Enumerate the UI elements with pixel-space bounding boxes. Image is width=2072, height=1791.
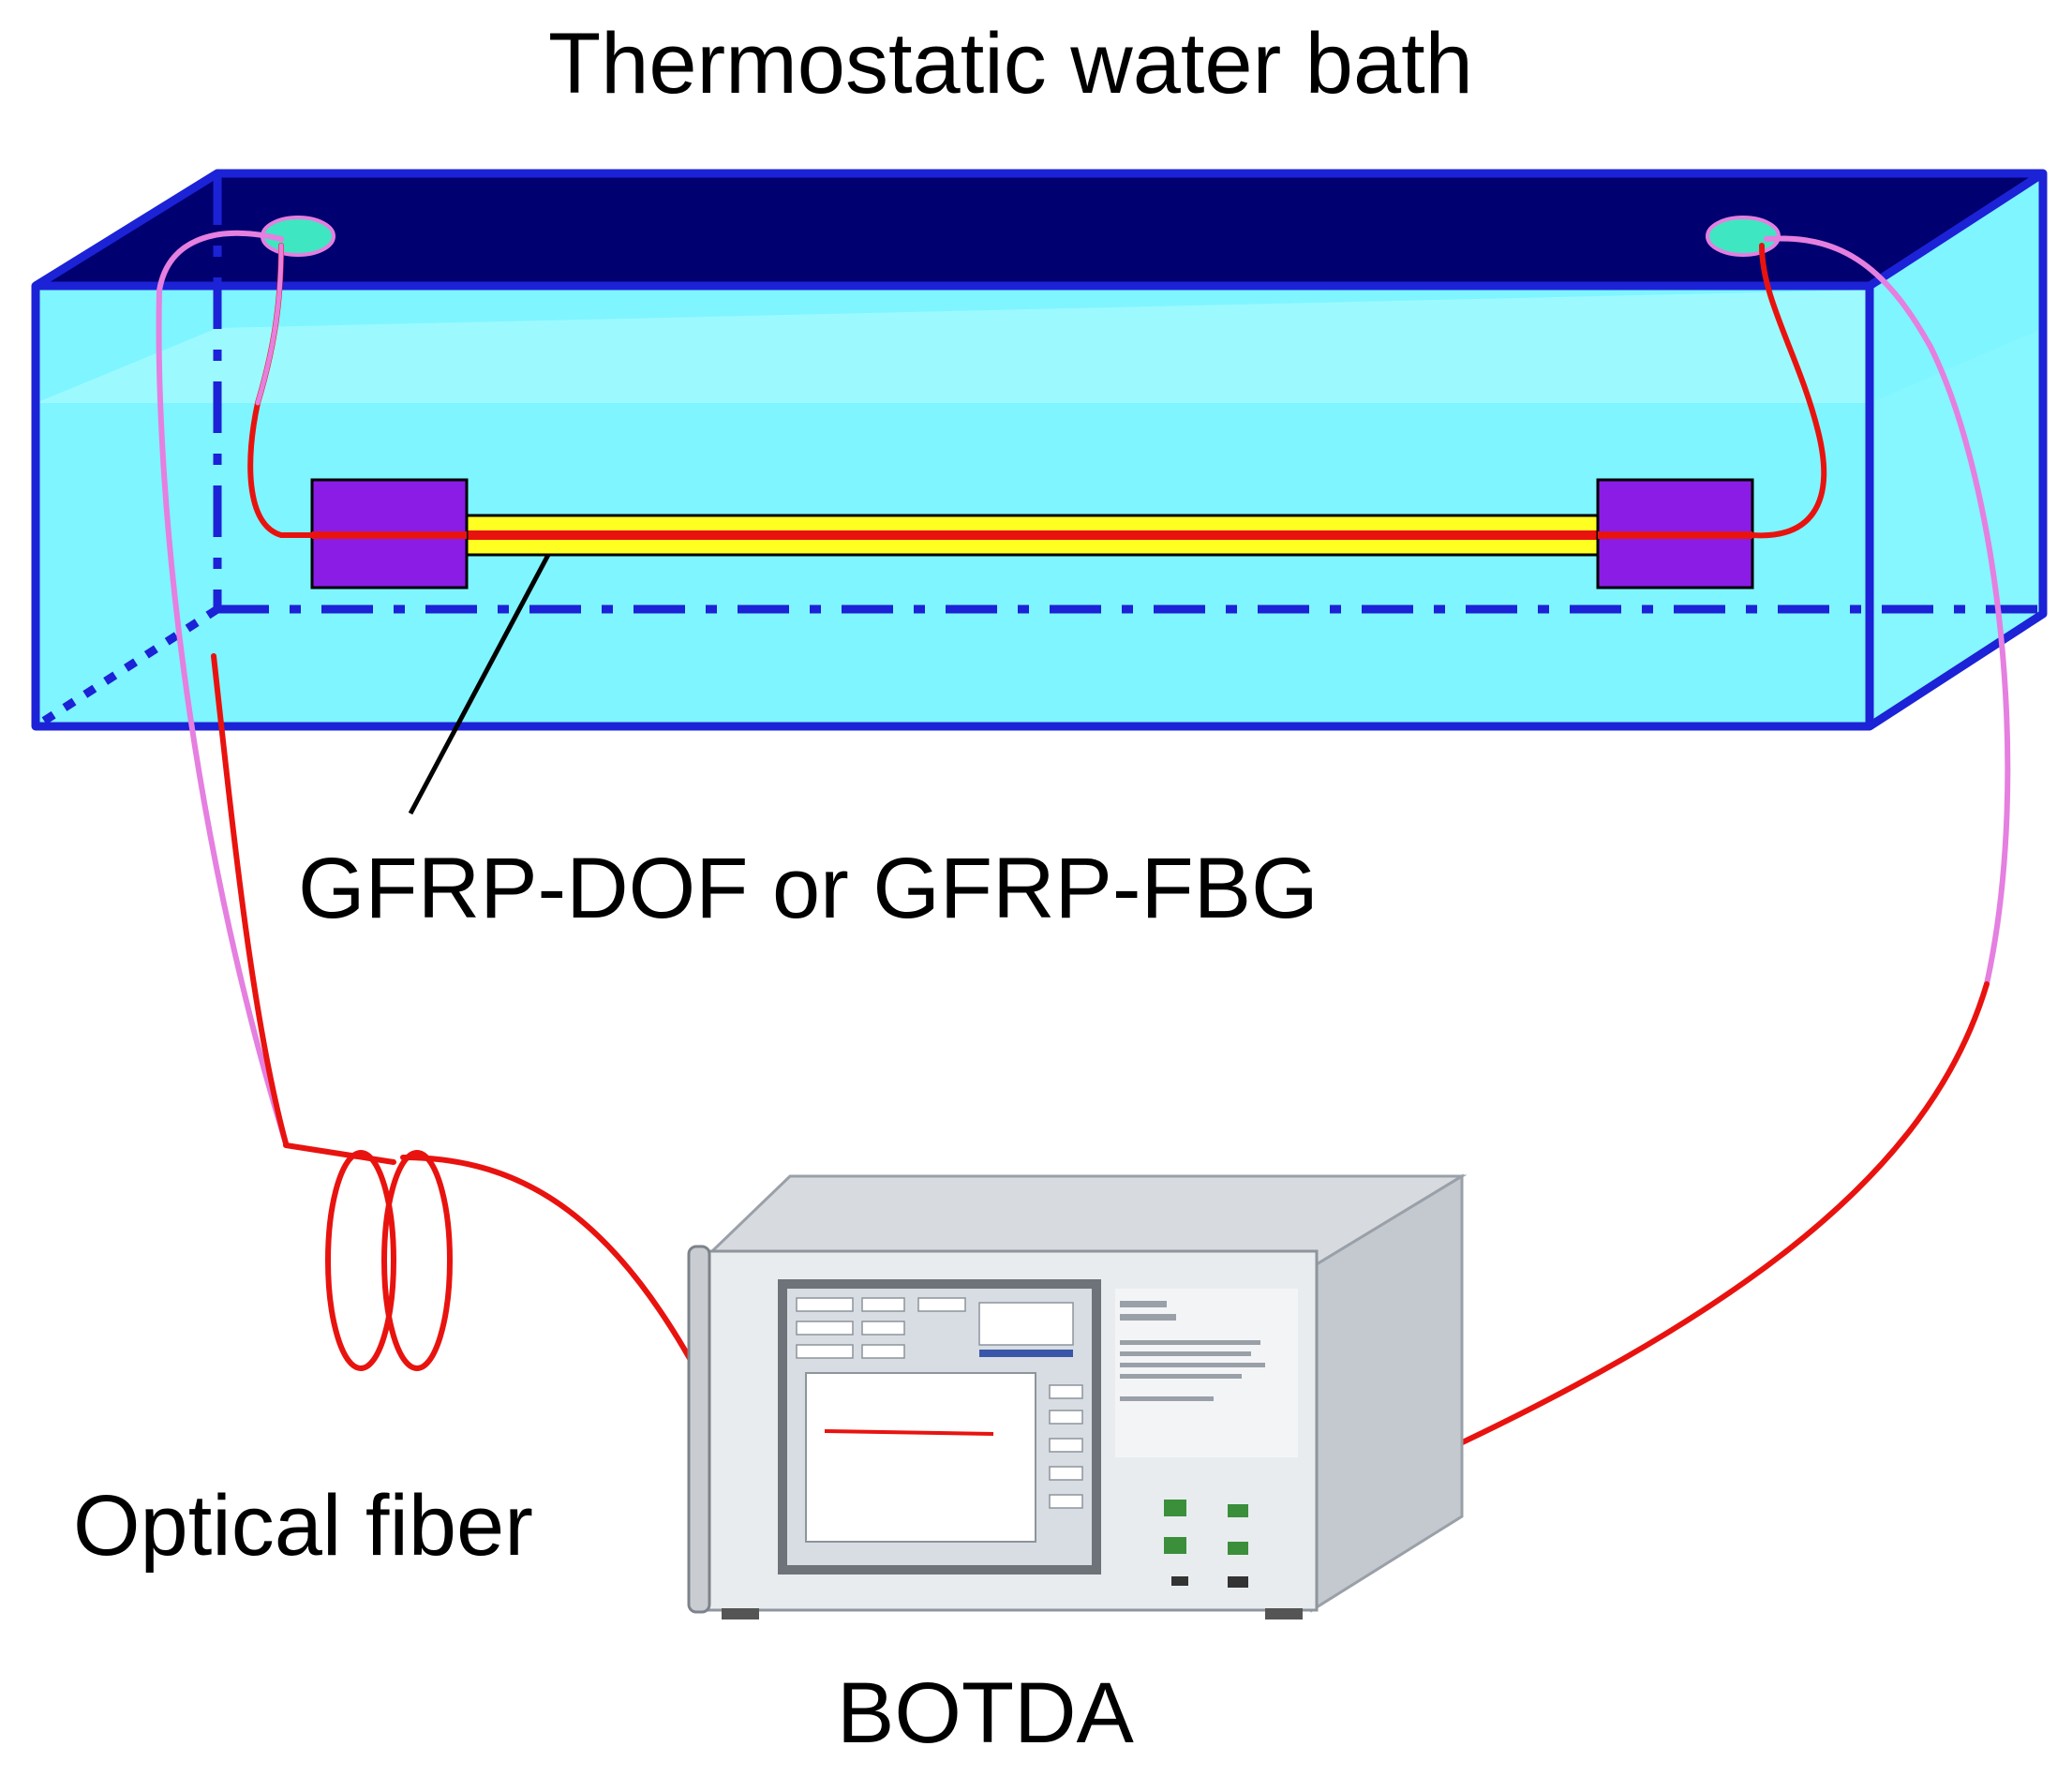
water-bath-label: Thermostatic water bath [548, 16, 1473, 112]
sensor-label: GFRP-DOF or GFRP-FBG [298, 841, 1319, 936]
sensor-leader-line [408, 553, 551, 815]
optical-fiber-label: Optical fiber [73, 1478, 533, 1574]
botda-analyzer-icon [687, 1173, 1468, 1619]
bath-top-face [36, 173, 2043, 286]
optical-fiber [156, 230, 2011, 1529]
botda-label: BOTDA [837, 1665, 1134, 1761]
water-surface [36, 286, 2043, 403]
